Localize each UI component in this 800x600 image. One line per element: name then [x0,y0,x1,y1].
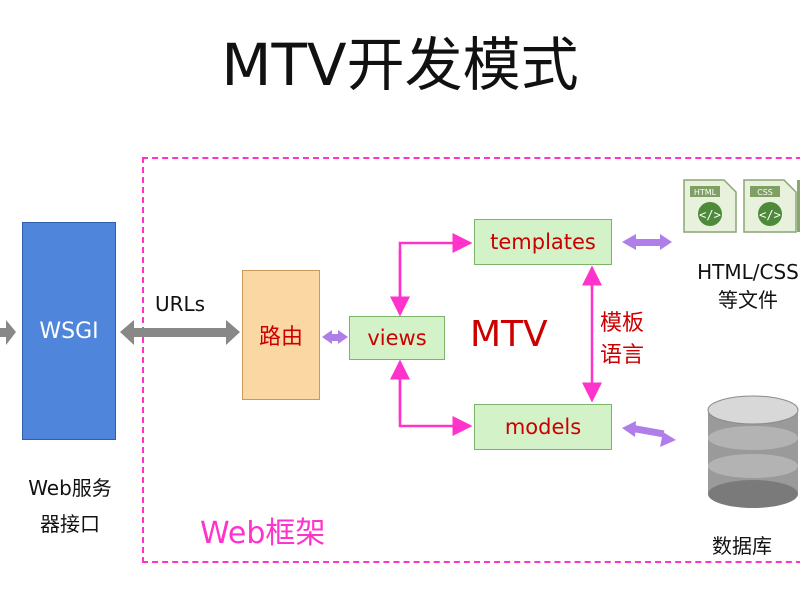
wsgi-box: WSGI [22,222,116,440]
html-file-icon: HTML </> [683,179,737,233]
templates-box: templates [474,219,612,265]
urls-arrow [120,320,240,345]
router-views-arrow [322,330,348,344]
views-box: views [349,316,445,360]
external-arrow [0,320,16,345]
html-files-line1: HTML/CSS [697,260,799,284]
templates-files-arrow [622,234,672,250]
database-label: 数据库 [712,534,772,558]
wsgi-description-line1: Web服务 [28,476,112,500]
web-framework-label: Web框架 [200,516,326,551]
urls-label: URLs [155,292,206,316]
models-db-arrow [622,421,676,447]
template-language-line2: 语言 [600,343,645,368]
database-icon [707,395,799,508]
css-file-tag: CSS [757,188,773,197]
mtv-label: MTV [470,314,548,355]
views-models-arrow [390,359,473,436]
html-file-tag: HTML [694,188,717,197]
template-language-label: 模板 语言 [600,308,670,372]
views-templates-arrow [390,233,473,317]
template-language-line1: 模板 [600,311,645,336]
models-box: models [474,404,612,450]
wsgi-description: Web服务 器接口 [10,470,130,542]
html-files-label: HTML/CSS 等文件 [678,258,800,314]
css-code-glyph: </> [759,208,781,222]
html-code-glyph: </> [699,208,721,222]
html-files-line2: 等文件 [718,288,778,312]
css-file-icon: CSS </> [743,179,797,233]
wsgi-description-line2: 器接口 [40,512,100,536]
router-box: 路由 [242,270,320,400]
diagram-title: MTV开发模式 [221,31,579,99]
web-framework-boundary [142,157,800,563]
